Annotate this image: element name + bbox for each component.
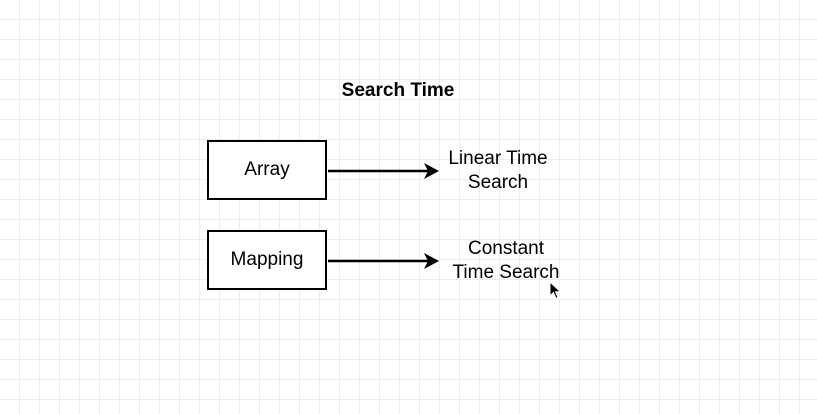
arrow-mapping-to-constant[interactable] <box>328 253 439 269</box>
diagram-title[interactable]: Search Time <box>341 80 455 101</box>
label-linear-time-search[interactable]: Linear Time Search <box>428 147 568 195</box>
label-constant-time-search[interactable]: Constant Time Search <box>436 237 576 285</box>
arrow-array-to-linear[interactable] <box>328 163 439 179</box>
node-array-label: Array <box>244 159 290 180</box>
label-constant-line2: Time Search <box>452 262 560 283</box>
label-linear-line2: Search <box>467 172 529 193</box>
mouse-pointer-icon <box>549 281 562 300</box>
label-linear-line1: Linear Time <box>448 148 548 169</box>
node-mapping-label: Mapping <box>230 249 304 270</box>
label-constant-line1: Constant <box>467 238 545 259</box>
node-array[interactable]: Array <box>207 140 327 200</box>
node-mapping[interactable]: Mapping <box>207 230 327 290</box>
